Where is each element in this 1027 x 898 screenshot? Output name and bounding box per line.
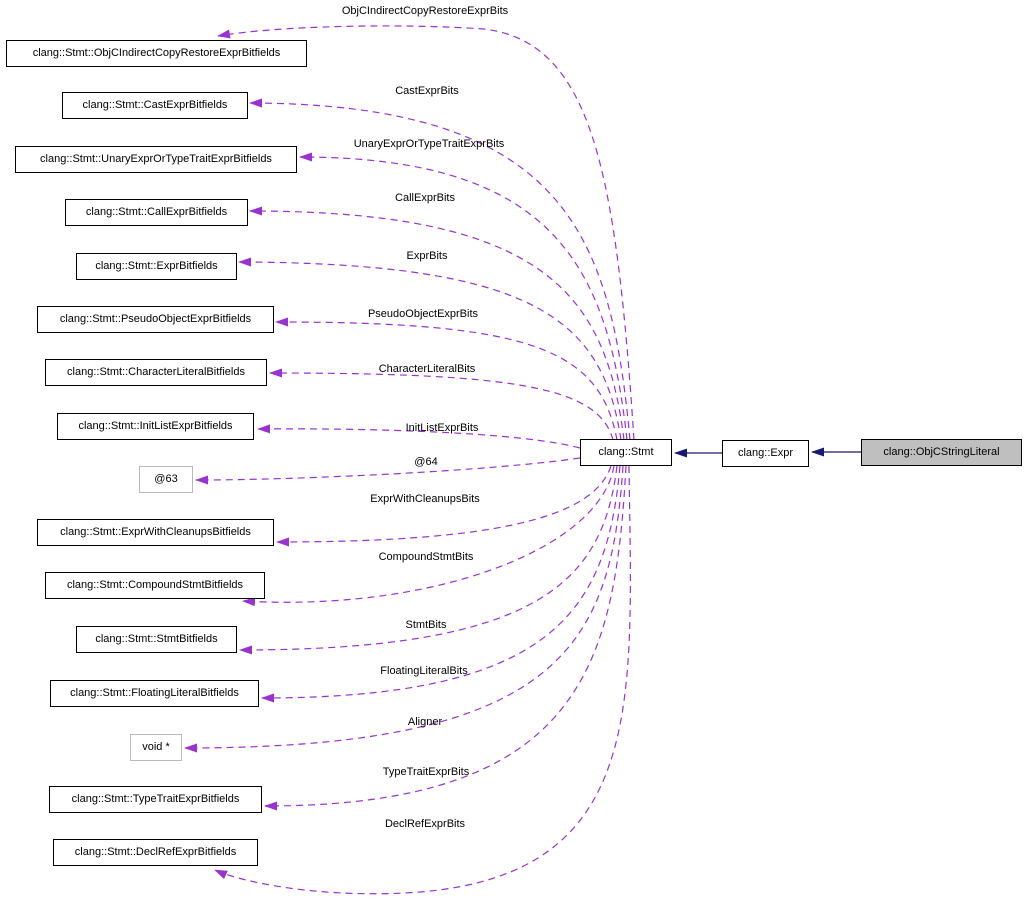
node-cast-expr-bitfields[interactable]: clang::Stmt::CastExprBitfields <box>62 92 248 119</box>
node-init-list-expr-bitfields[interactable]: clang::Stmt::InitListExprBitfields <box>57 413 254 440</box>
edge-label-expr-with-cleanups-bits: ExprWithCleanupsBits <box>370 493 480 505</box>
node-pseudo-object-expr-bitfields[interactable]: clang::Stmt::PseudoObjectExprBitfields <box>37 306 274 333</box>
node-clang-objcstringliteral: clang::ObjCStringLiteral <box>861 439 1022 466</box>
node-clang-expr[interactable]: clang::Expr <box>722 440 809 467</box>
node-anon-63: @63 <box>139 466 193 493</box>
node-decl-ref-expr-bitfields[interactable]: clang::Stmt::DeclRefExprBitfields <box>53 839 258 866</box>
edge-label-stmt-bits: StmtBits <box>405 619 447 631</box>
node-unary-expr-or-type-trait-expr-bitfields[interactable]: clang::Stmt::UnaryExprOrTypeTraitExprBit… <box>15 146 297 173</box>
edge-label-type-trait-expr-bits: TypeTraitExprBits <box>382 766 470 778</box>
edge-unary-expr-or-type-trait-expr-bits <box>299 152 628 441</box>
edge-label-cast-expr-bits: CastExprBits <box>395 85 459 97</box>
node-void-pointer: void * <box>130 734 182 761</box>
edge-label-objc-indirect-copy-restore-expr-bits: ObjCIndirectCopyRestoreExprBits <box>341 5 509 17</box>
node-call-expr-bitfields[interactable]: clang::Stmt::CallExprBitfields <box>65 199 248 226</box>
node-objc-indirect-copy-restore-expr-bitfields[interactable]: clang::Stmt::ObjCIndirectCopyRestoreExpr… <box>6 40 307 67</box>
node-type-trait-expr-bitfields[interactable]: clang::Stmt::TypeTraitExprBitfields <box>49 786 262 813</box>
edge-objc-indirect-copy-restore-expr-bits <box>217 25 635 441</box>
edge-init-list-expr-bits <box>257 424 581 449</box>
edge-expr-bits <box>238 257 622 441</box>
node-stmt-bitfields[interactable]: clang::Stmt::StmtBitfields <box>76 626 237 653</box>
node-expr-bitfields[interactable]: clang::Stmt::ExprBitfields <box>76 253 237 280</box>
edge-label-aligner: Aligner <box>407 716 443 728</box>
edge-compound-stmt-bits <box>242 465 615 607</box>
edge-cast-expr-bits <box>249 98 631 441</box>
node-character-literal-bitfields[interactable]: clang::Stmt::CharacterLiteralBitfields <box>45 359 267 386</box>
edge-call-expr-bits <box>249 206 625 441</box>
edge-aligner <box>184 465 624 753</box>
edge-type-trait-expr-bits <box>264 465 627 811</box>
node-expr-with-cleanups-bitfields[interactable]: clang::Stmt::ExprWithCleanupsBitfields <box>37 519 274 546</box>
edge-label-character-literal-bits: CharacterLiteralBits <box>378 363 476 375</box>
edge-label-anon-64: @64 <box>414 456 438 468</box>
edge-decl-ref-expr-bits <box>214 465 631 895</box>
edge-label-expr-bits: ExprBits <box>406 250 448 262</box>
edge-label-call-expr-bits: CallExprBits <box>395 192 455 204</box>
edge-label-unary-expr-or-type-trait-expr-bits: UnaryExprOrTypeTraitExprBits <box>353 138 505 150</box>
edge-label-compound-stmt-bits: CompoundStmtBits <box>378 551 474 563</box>
edge-label-floating-literal-bits: FloatingLiteralBits <box>380 665 468 677</box>
edge-floating-literal-bits <box>261 465 621 703</box>
node-compound-stmt-bitfields[interactable]: clang::Stmt::CompoundStmtBitfields <box>45 572 265 599</box>
edge-pseudo-object-expr-bits <box>275 317 618 441</box>
edge-label-init-list-expr-bits: InitListExprBits <box>405 422 479 434</box>
edge-label-decl-ref-expr-bits: DeclRefExprBits <box>384 818 466 830</box>
node-clang-stmt[interactable]: clang::Stmt <box>580 439 672 466</box>
edge-anon-64 <box>195 457 581 485</box>
node-floating-literal-bitfields[interactable]: clang::Stmt::FloatingLiteralBitfields <box>50 680 259 707</box>
edge-label-pseudo-object-expr-bits: PseudoObjectExprBits <box>367 308 479 320</box>
